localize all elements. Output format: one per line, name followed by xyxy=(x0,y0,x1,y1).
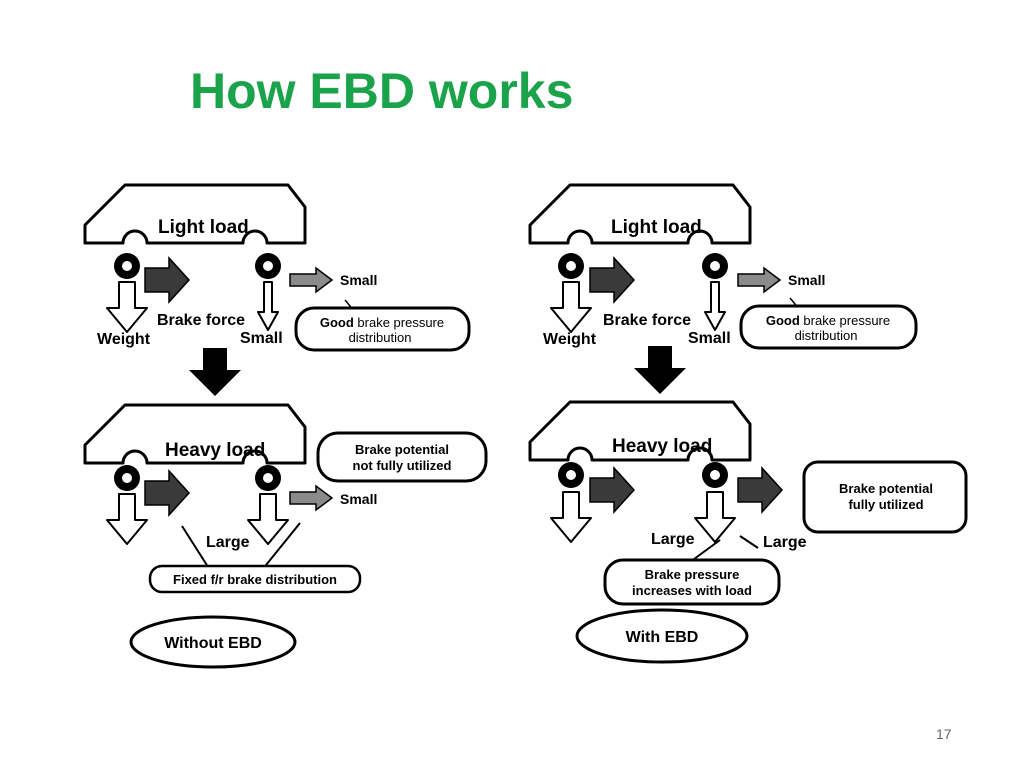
large-label: Large xyxy=(206,534,250,551)
potential-callout xyxy=(802,460,968,534)
left-panel: Light load Small Weight Brake force Smal… xyxy=(83,183,488,669)
weight-arrow xyxy=(106,493,148,545)
page-number: 17 xyxy=(936,726,952,742)
callout-bold-word: Good xyxy=(320,315,354,330)
transition-arrow xyxy=(634,346,686,394)
transition-arrow xyxy=(189,348,241,396)
weight-label: Weight xyxy=(543,331,597,348)
front-wheel xyxy=(114,465,140,491)
small-force-arrow xyxy=(289,267,333,293)
page-title: How EBD works xyxy=(190,63,574,119)
with-ebd-caption: With EBD xyxy=(626,629,699,646)
callout-line1: brake pressure xyxy=(354,315,444,330)
brake-force-arrow xyxy=(144,257,190,303)
front-wheel xyxy=(558,462,584,488)
small-force-arrow xyxy=(737,267,781,293)
small-force-arrow xyxy=(289,485,333,511)
callout-line2: not fully utilized xyxy=(353,458,452,473)
brake-force-arrow xyxy=(589,257,635,303)
fixed-distribution-box xyxy=(148,564,362,594)
rear-weight-arrow xyxy=(247,493,289,545)
callout-line2: distribution xyxy=(795,328,858,343)
brake-force-arrow xyxy=(144,470,190,516)
weight-arrow xyxy=(550,281,592,333)
arrow-small-label: Small xyxy=(340,491,377,507)
front-wheel xyxy=(114,253,140,279)
callout-line2: distribution xyxy=(349,330,412,345)
pressure-line2: increases with load xyxy=(632,583,752,598)
rear-small-label: Small xyxy=(688,330,731,347)
weight-arrow xyxy=(106,281,148,333)
pointer-rear xyxy=(261,522,301,571)
callout-line2: fully utilized xyxy=(848,497,923,512)
pressure-callout xyxy=(603,558,781,606)
callout-line1: Brake potential xyxy=(839,481,933,496)
without-ebd-caption-ellipse xyxy=(129,615,297,669)
callout-bold-word: Good xyxy=(766,313,800,328)
pointer-pressure xyxy=(689,539,721,563)
rear-wheel xyxy=(702,462,728,488)
rear-wheel xyxy=(702,253,728,279)
pointer-front xyxy=(181,525,211,571)
right-panel: Light load Small Weight Brake force Smal… xyxy=(528,183,968,664)
callout-line1: brake pressure xyxy=(800,313,890,328)
fixed-distribution-label: Fixed f/r brake distribution xyxy=(173,572,337,587)
heavy-load-label: Heavy load xyxy=(165,440,265,461)
increased-force-arrow xyxy=(737,467,783,513)
weight-label: Weight xyxy=(97,331,151,348)
rear-wheel xyxy=(255,465,281,491)
brake-force-label: Brake force xyxy=(603,312,691,329)
svg-text:Good brake pressure: Good brake pressure xyxy=(320,315,444,330)
with-ebd-caption-ellipse xyxy=(575,608,749,664)
rear-weight-arrow xyxy=(257,281,279,331)
arrow-small-label: Small xyxy=(340,272,377,288)
svg-text:Good brake pressure: Good brake pressure xyxy=(766,313,890,328)
pressure-line1: Brake pressure xyxy=(645,567,740,582)
weight-arrow xyxy=(550,491,592,543)
rear-weight-arrow xyxy=(704,281,726,331)
callout-line1: Brake potential xyxy=(355,442,449,457)
potential-callout xyxy=(316,431,488,483)
rear-weight-arrow xyxy=(694,491,736,543)
front-wheel xyxy=(558,253,584,279)
rear-wheel xyxy=(255,253,281,279)
large-label: Large xyxy=(651,531,695,548)
good-distribution-callout xyxy=(294,306,471,352)
good-distribution-callout xyxy=(739,304,918,350)
heavy-load-label: Heavy load xyxy=(612,436,712,457)
arrow-small-label: Small xyxy=(788,272,825,288)
pointer-rear xyxy=(739,535,759,549)
brake-force-label: Brake force xyxy=(157,312,245,329)
rear-small-label: Small xyxy=(240,330,283,347)
brake-force-arrow xyxy=(589,467,635,513)
light-load-label: Light load xyxy=(158,217,249,238)
without-ebd-caption: Without EBD xyxy=(164,635,262,652)
light-load-label: Light load xyxy=(611,217,702,238)
large-label: Large xyxy=(763,534,807,551)
